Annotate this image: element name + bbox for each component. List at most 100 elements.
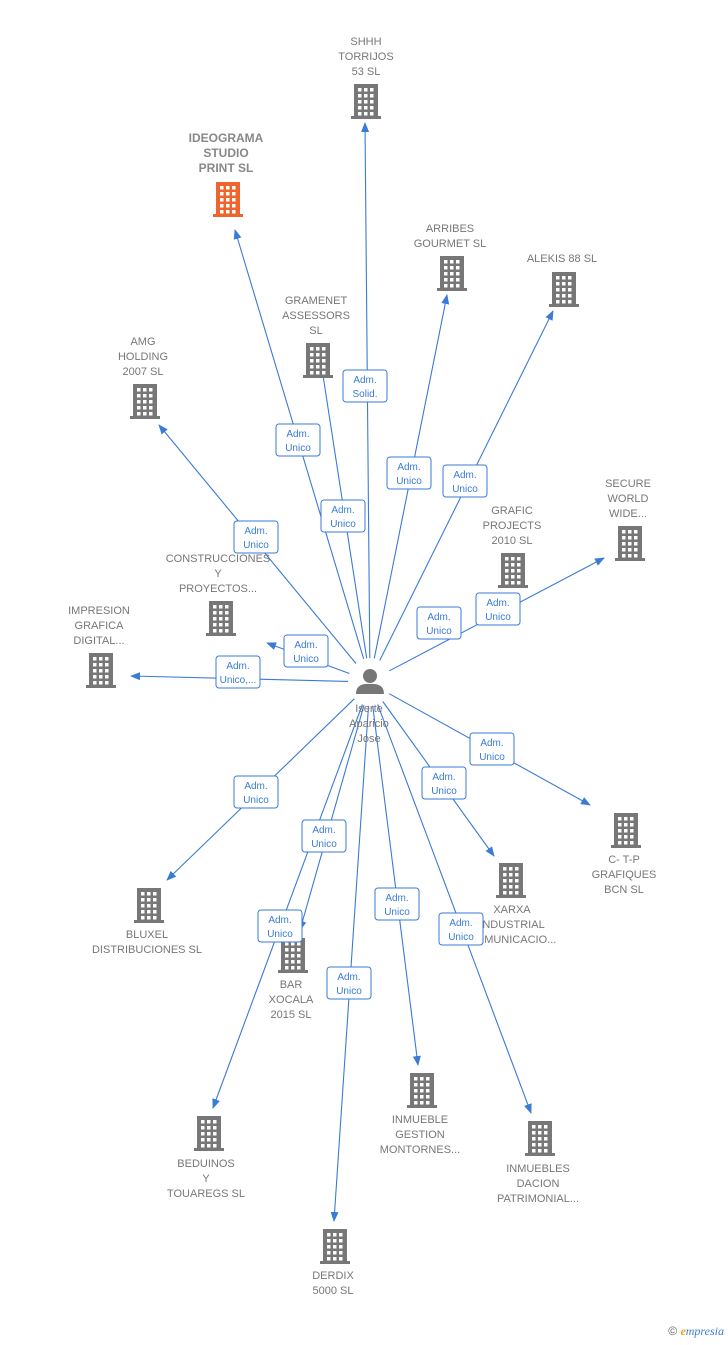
building-base (206, 633, 236, 636)
building-icon[interactable] (134, 888, 164, 923)
building-icon[interactable] (206, 601, 236, 636)
building-window (562, 276, 566, 280)
company-name-line: BCN SL (604, 884, 644, 896)
building-window (201, 1138, 205, 1142)
edge-label-derdix[interactable]: Adm.Unico (326, 966, 372, 1000)
edge-label-grafic[interactable]: Adm.Unico (416, 606, 462, 640)
building-window (137, 400, 141, 404)
building-window (207, 1126, 211, 1130)
building-icon[interactable] (130, 384, 160, 419)
company-node-alekis[interactable]: ALEKIS 88 SL (527, 253, 597, 307)
building-icon[interactable] (303, 343, 333, 378)
company-node-xarxa[interactable]: XARXAINDUSTRIALCOMUNICACIO... (468, 863, 557, 946)
building-window (327, 1245, 331, 1249)
building-icon[interactable] (213, 182, 243, 217)
edge-label-gramenet[interactable]: Adm.Unico (320, 499, 366, 533)
building-icon[interactable] (498, 553, 528, 588)
edge-label-bluxel[interactable]: Adm.Unico (233, 775, 279, 809)
edge-label-line: Adm. (286, 429, 309, 440)
brand-logo[interactable]: empresia (680, 1324, 724, 1338)
edge-label-inmuebles[interactable]: Adm.Unico (438, 912, 484, 946)
building-window (141, 916, 145, 920)
edge-label-bar[interactable]: Adm.Unico (257, 909, 303, 943)
edge-label-ctp[interactable]: Adm.Unico (469, 732, 515, 766)
building-icon[interactable] (320, 1229, 350, 1264)
building-window (207, 1138, 211, 1142)
company-node-inmueble[interactable]: INMUEBLEGESTIONMONTORNES... (380, 1073, 460, 1156)
building-icon[interactable] (615, 526, 645, 561)
edge-label-line: Unico (293, 654, 319, 665)
edge-label-box (386, 456, 432, 490)
building-window (420, 1101, 424, 1105)
building-window (226, 186, 230, 190)
edge-label-amg[interactable]: Adm.Unico (233, 520, 279, 554)
edge-label-box (257, 909, 303, 943)
building-icon[interactable] (496, 863, 526, 898)
building-window (628, 542, 632, 546)
edge-label-ideograma[interactable]: Adm.Unico (275, 423, 321, 457)
building-window (532, 1131, 536, 1135)
edge-label-xarxa[interactable]: Adm.Unico (421, 766, 467, 800)
building-window (213, 623, 217, 627)
building-icon[interactable] (351, 84, 381, 119)
building-window (509, 867, 513, 871)
building-icon[interactable] (437, 256, 467, 291)
company-node-impresion[interactable]: IMPRESIONGRAFICADIGITAL... (68, 605, 130, 688)
company-node-construcciones[interactable]: CONSTRUCCIONESYPROYECTOS... (166, 553, 271, 636)
edge-label-impresion[interactable]: Adm.Unico,... (215, 655, 261, 689)
edge-beduinos (212, 704, 363, 1109)
building-window (310, 353, 314, 357)
building-window (232, 192, 236, 196)
copyright-symbol: © (668, 1324, 678, 1338)
edge-label-line: Unico (452, 484, 478, 495)
edge-label-alekis[interactable]: Adm.Unico (442, 464, 488, 498)
building-window (219, 617, 223, 621)
edge-label-box (442, 464, 488, 498)
building-window (544, 1143, 548, 1147)
building-window (444, 272, 448, 276)
edge-label-line: Adm. (312, 825, 335, 836)
company-node-secure[interactable]: SECUREWORLDWIDE... (605, 478, 651, 561)
company-name-line: INMUEBLE (392, 1114, 448, 1126)
company-node-inmuebles[interactable]: INMUEBLESDACIONPATRIMONIAL... (497, 1121, 579, 1205)
building-window (556, 282, 560, 286)
edge-label-construcciones[interactable]: Adm.Unico (283, 634, 329, 668)
building-window (414, 1095, 418, 1099)
edge-label-arribes[interactable]: Adm.Unico (386, 456, 432, 490)
building-window (147, 904, 151, 908)
building-window (420, 1089, 424, 1093)
company-name-line: ARRIBES (426, 223, 474, 235)
edge-label-line: Adm. (449, 918, 472, 929)
building-icon[interactable] (86, 653, 116, 688)
building-window (99, 681, 103, 685)
building-icon[interactable] (549, 272, 579, 307)
edge-label-inmueble[interactable]: Adm.Unico (374, 887, 420, 921)
building-icon[interactable] (194, 1116, 224, 1151)
building-window (143, 406, 147, 410)
building-icon[interactable] (407, 1073, 437, 1108)
edge-label-shhh[interactable]: Adm.Solid. (342, 369, 388, 403)
edge-label-secure[interactable]: Adm.Unico (475, 592, 521, 626)
building-window (618, 829, 622, 833)
edge-label-box (342, 369, 388, 403)
building-window (153, 898, 157, 902)
building-icon[interactable] (278, 938, 308, 973)
building-window (630, 817, 634, 821)
building-window (322, 371, 326, 375)
building-icon[interactable] (611, 813, 641, 848)
edge-label-line: Adm. (244, 781, 267, 792)
building-icon[interactable] (525, 1121, 555, 1156)
edge-label-beduinos[interactable]: Adm.Unico (301, 819, 347, 853)
